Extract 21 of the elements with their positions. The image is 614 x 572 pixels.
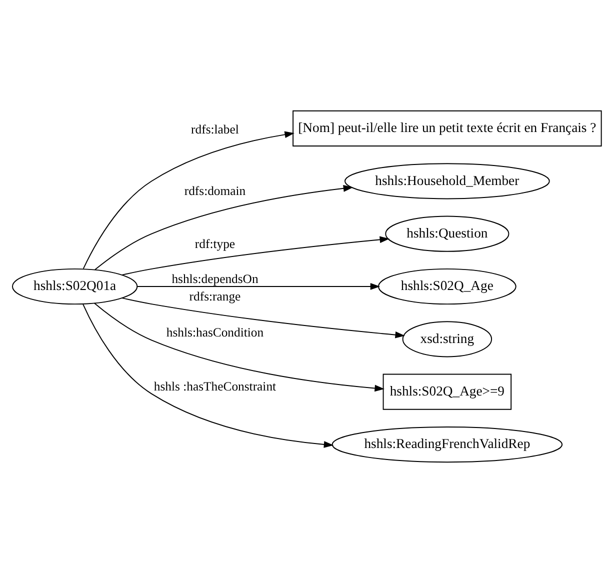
edge-label: rdfs:domain xyxy=(184,184,246,198)
edge-label: rdfs:label xyxy=(191,122,239,136)
edge-label: hshls :hasTheConstraint xyxy=(154,378,276,393)
node-ellipse: hshls:S02Q01a xyxy=(12,268,138,304)
node-box: [Nom] peut-il/elle lire un petit texte écrit en Français ? xyxy=(292,110,602,146)
node-ellipse: hshls:Question xyxy=(385,215,510,252)
edge-label: rdfs:range xyxy=(189,289,241,304)
edge-label: rdf:type xyxy=(194,236,236,250)
edge-label: hshls:dependsOn xyxy=(172,271,258,286)
edge-label: hshls:hasCondition xyxy=(166,325,264,340)
arrow xyxy=(94,302,384,392)
node-ellipse: hshls:ReadingFrenchValidRep xyxy=(332,426,563,462)
arrow xyxy=(136,282,380,290)
arrow xyxy=(82,303,334,448)
arrow xyxy=(122,297,406,338)
arrow xyxy=(82,130,294,269)
node-ellipse: xsd:string xyxy=(402,320,492,357)
node-box: hshls:S02Q_Age>=9 xyxy=(382,373,512,410)
node-ellipse: hshls:S02Q_Age xyxy=(378,268,516,304)
arrow xyxy=(94,184,354,270)
arrow xyxy=(122,236,390,275)
